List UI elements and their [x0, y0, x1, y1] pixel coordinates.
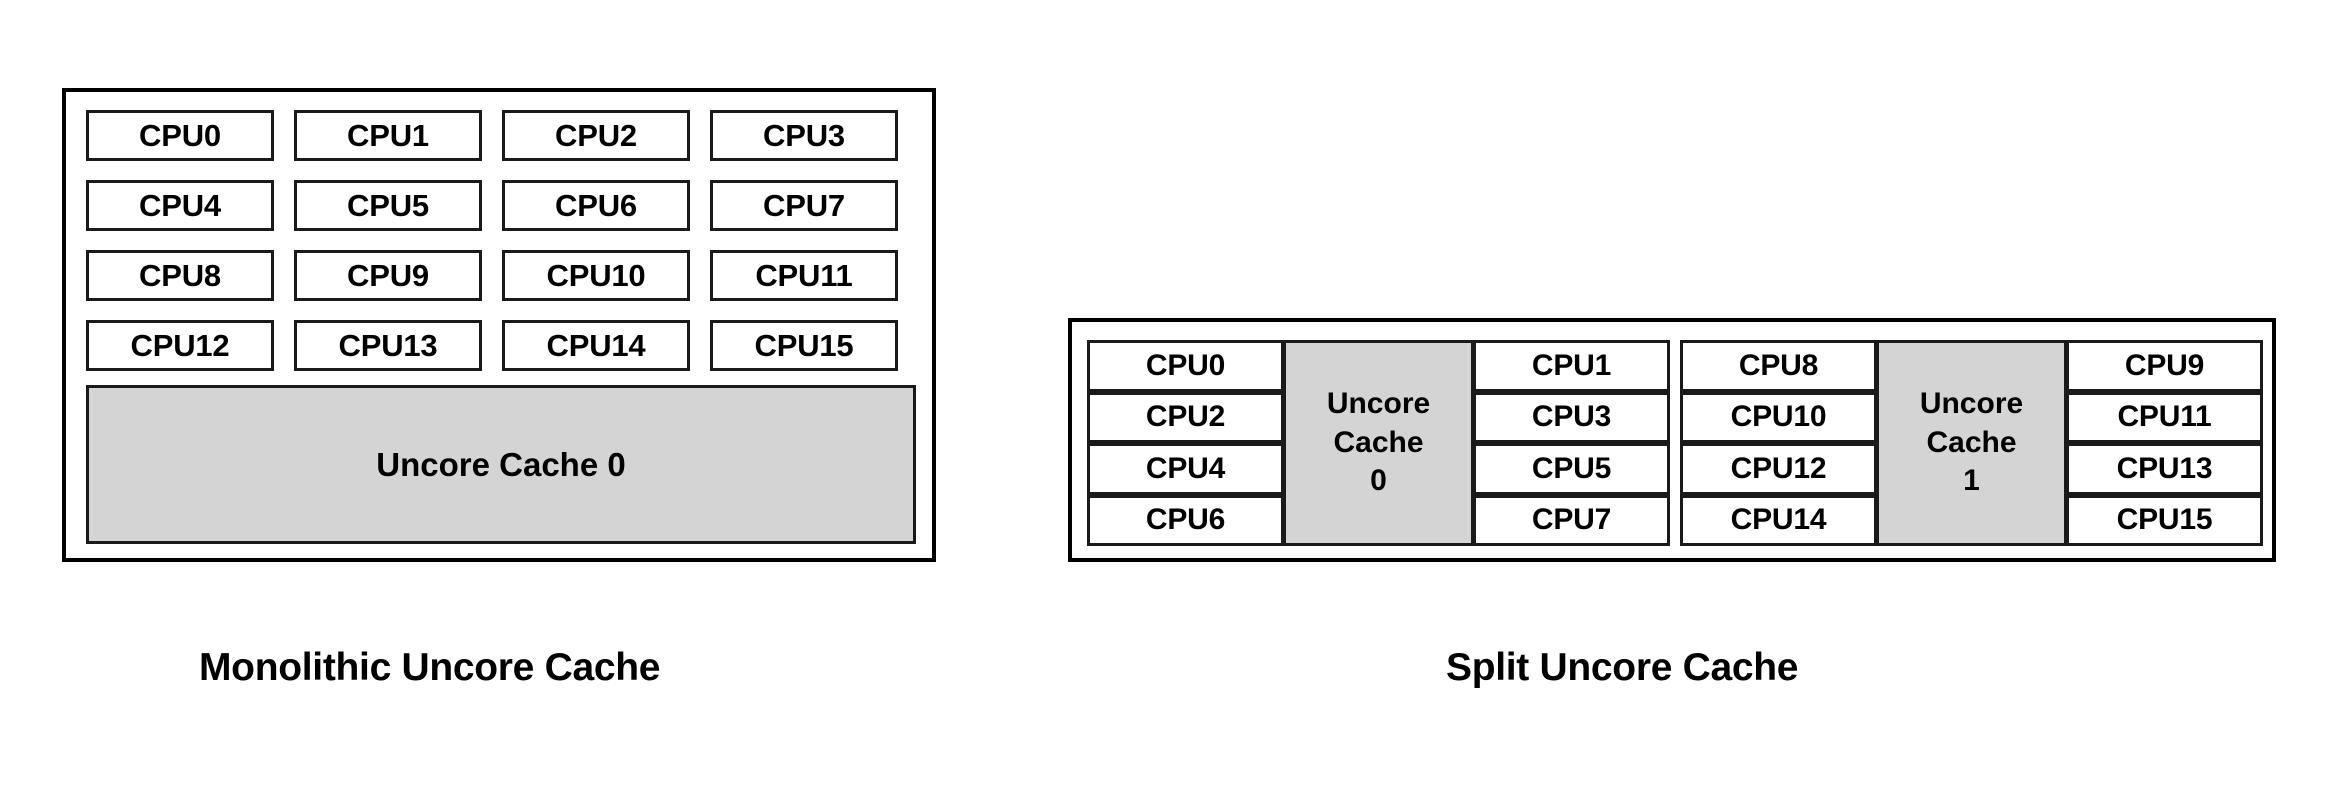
- cpu-box: CPU4: [1087, 443, 1284, 495]
- cpu-box: CPU8: [86, 250, 274, 301]
- cpu-box: CPU8: [1680, 340, 1877, 392]
- cpu-box: CPU13: [294, 320, 482, 371]
- uncore-cache-label-line: Cache: [1333, 425, 1424, 459]
- cpu-box: CPU13: [2066, 443, 2263, 495]
- cpu-box: CPU12: [86, 320, 274, 371]
- cpu-box: CPU15: [2066, 494, 2263, 546]
- cpu-box: CPU1: [1473, 340, 1670, 392]
- cpu-box: CPU9: [294, 250, 482, 301]
- split-uncore-diagram: CPU0 CPU2 CPU4 CPU6 Uncore Cache 0 CPU1 …: [1068, 318, 2276, 562]
- cpu-box: CPU10: [1680, 391, 1877, 443]
- uncore-cache-box: Uncore Cache 1: [1876, 340, 2067, 546]
- cpu-box: CPU7: [1473, 494, 1670, 546]
- uncore-cache-label-line: Uncore: [1326, 387, 1431, 421]
- cpu-box: CPU11: [710, 250, 898, 301]
- cpu-box: CPU4: [86, 180, 274, 231]
- split-cache-group: CPU8 CPU10 CPU12 CPU14 Uncore Cache 1 CP…: [1680, 340, 2263, 546]
- cpu-box: CPU12: [1680, 443, 1877, 495]
- cpu-box: CPU14: [502, 320, 690, 371]
- split-cache-group: CPU0 CPU2 CPU4 CPU6 Uncore Cache 0 CPU1 …: [1087, 340, 1670, 546]
- uncore-cache-box: Uncore Cache 0: [86, 385, 916, 544]
- cpu-box: CPU2: [1087, 391, 1284, 443]
- cpu-box: CPU6: [502, 180, 690, 231]
- monolithic-uncore-diagram: CPU0 CPU1 CPU2 CPU3 CPU4 CPU5 CPU6 CPU7 …: [62, 88, 936, 562]
- cpu-box: CPU5: [294, 180, 482, 231]
- monolithic-caption: Monolithic Uncore Cache: [199, 646, 661, 689]
- cpu-box: CPU11: [2066, 391, 2263, 443]
- cpu-box: CPU9: [2066, 340, 2263, 392]
- cpu-box: CPU14: [1680, 494, 1877, 546]
- cpu-box: CPU5: [1473, 443, 1670, 495]
- cpu-box: CPU0: [1087, 340, 1284, 392]
- split-caption: Split Uncore Cache: [1446, 646, 1799, 689]
- cpu-box: CPU15: [710, 320, 898, 371]
- cpu-box: CPU3: [1473, 391, 1670, 443]
- cpu-box: CPU2: [502, 110, 690, 161]
- cpu-box: CPU3: [710, 110, 898, 161]
- cpu-box: CPU0: [86, 110, 274, 161]
- cpu-box: CPU1: [294, 110, 482, 161]
- cpu-box: CPU6: [1087, 494, 1284, 546]
- uncore-cache-index: 1: [1963, 464, 1980, 498]
- uncore-cache-label-line: Uncore: [1919, 387, 2024, 421]
- cpu-box: CPU7: [710, 180, 898, 231]
- cpu-box: CPU10: [502, 250, 690, 301]
- uncore-cache-index: 0: [1370, 464, 1387, 498]
- uncore-cache-box: Uncore Cache 0: [1283, 340, 1474, 546]
- uncore-cache-label-line: Cache: [1926, 425, 2017, 459]
